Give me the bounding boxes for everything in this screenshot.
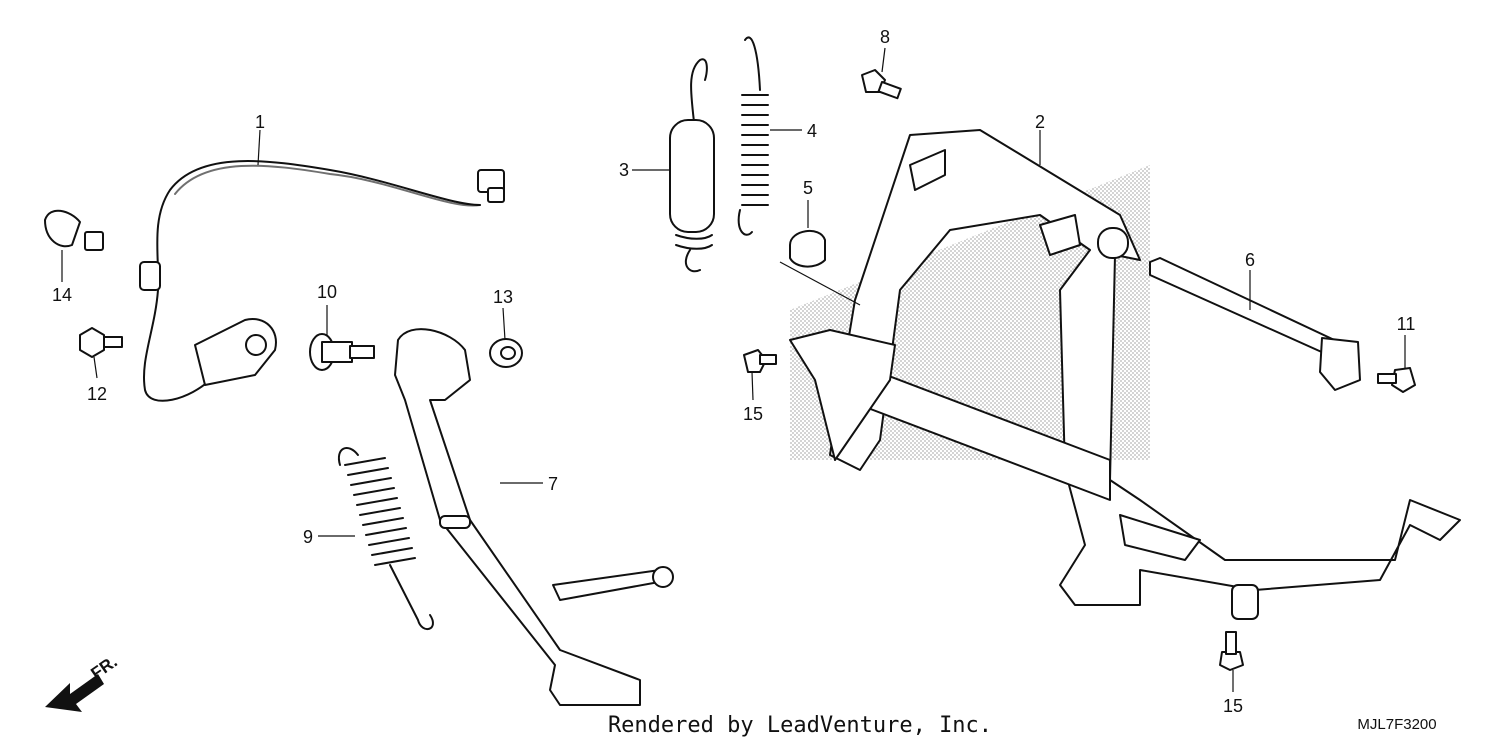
- part-4-spring: [737, 36, 769, 236]
- callout-7: 7: [548, 474, 558, 494]
- part-6-pivot-shaft: [1149, 257, 1361, 391]
- footer-credit: Rendered by LeadVenture, Inc.: [608, 713, 992, 738]
- part-2-main-stand: [789, 129, 1461, 620]
- part-5-stopper: [789, 230, 826, 268]
- callout-5: 5: [803, 178, 813, 198]
- part-7-side-stand: [394, 328, 674, 706]
- callout-6: 6: [1245, 250, 1255, 270]
- callout-11: 11: [1397, 314, 1416, 334]
- callout-8: 8: [880, 27, 890, 47]
- callout-10: 10: [317, 282, 337, 302]
- callout-labels: 1 2 3 4 5 6 7 8 9 10 11 12 13 14 15 15: [52, 27, 1415, 716]
- leader-lines: [61, 47, 1406, 692]
- callout-3: 3: [619, 160, 629, 180]
- part-12-bolt: [79, 327, 123, 358]
- callout-12: 12: [87, 384, 107, 404]
- front-direction-arrow: FR.: [45, 652, 121, 712]
- callout-13: 13: [493, 287, 513, 307]
- callout-2: 2: [1035, 112, 1045, 132]
- callout-9: 9: [303, 527, 313, 547]
- callout-14: 14: [52, 285, 72, 305]
- part-3-spring: [669, 58, 715, 273]
- part-11-bolt: [1377, 367, 1416, 393]
- part-10-collar: [309, 333, 375, 371]
- part-13-nut: [489, 338, 523, 368]
- part-15-bolt-lower: [1219, 631, 1244, 671]
- part-1-switch-wire: [139, 160, 505, 402]
- part-15-bolt-upper: [743, 349, 777, 373]
- diagram-code: MJL7F3200: [1357, 716, 1436, 733]
- part-8-bolt: [861, 69, 902, 100]
- callout-15-upper: 15: [743, 404, 763, 424]
- callout-15-lower: 15: [1223, 696, 1243, 716]
- part-9-spring: [337, 446, 434, 630]
- callout-1: 1: [255, 112, 265, 132]
- callout-4: 4: [807, 121, 817, 141]
- part-14-clamp: [44, 209, 104, 251]
